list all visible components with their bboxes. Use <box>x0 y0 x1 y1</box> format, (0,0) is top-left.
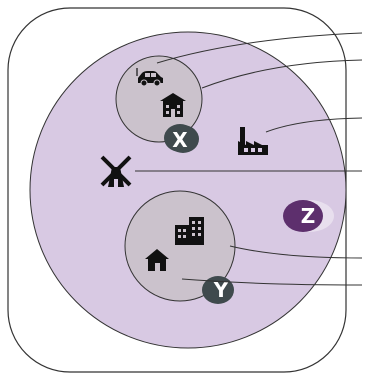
badge-y: Y <box>202 276 234 304</box>
leader-line-factory <box>265 117 363 133</box>
leader-line-office <box>229 245 363 259</box>
house-icon <box>145 249 169 271</box>
inner-circle-y <box>124 190 236 302</box>
badge-x: X <box>164 124 199 153</box>
school-building-icon <box>160 93 186 117</box>
leader-lines <box>135 32 363 286</box>
leader-line-house <box>181 278 363 286</box>
windmill-icon <box>100 155 132 187</box>
purple-circle-region-z <box>29 31 347 349</box>
leader-line-car <box>156 32 363 64</box>
label-z: Z <box>301 204 316 228</box>
label-x: X <box>172 128 188 152</box>
inner-circle-x <box>115 55 203 143</box>
office-buildings-icon <box>175 217 204 245</box>
leader-line-school <box>201 59 363 89</box>
factory-icon <box>238 127 268 155</box>
badge-z: Z <box>283 200 334 232</box>
car-icon <box>136 68 163 87</box>
label-y: Y <box>213 278 229 302</box>
